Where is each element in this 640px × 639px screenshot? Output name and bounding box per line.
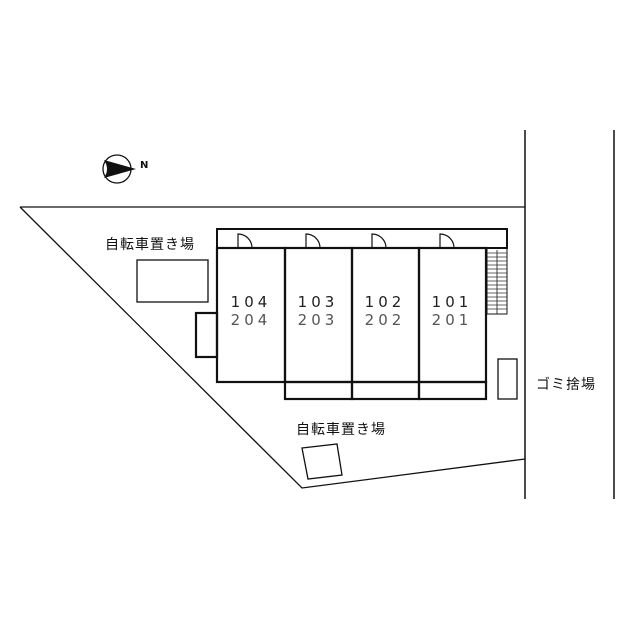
bicycle-parking-top-label: 自転車置き場 [105, 237, 195, 253]
unit-first-floor: 101 [431, 293, 473, 311]
bicycle-parking-bottom [301, 443, 343, 480]
unit-first-floor: 103 [297, 293, 339, 311]
garbage-box [497, 358, 518, 400]
site-boundary [19, 206, 526, 489]
building [194, 246, 488, 401]
unit-first-floor: 104 [230, 293, 272, 311]
bicycle-parking-bottom-label: 自転車置き場 [296, 422, 386, 438]
unit-103-203: 103 203 [285, 293, 351, 329]
north-arrow-icon [102, 154, 136, 184]
unit-101-201: 101 201 [419, 293, 485, 329]
unit-second-floor: 202 [364, 311, 406, 329]
unit-second-floor: 203 [297, 311, 339, 329]
garbage-area-label: ゴミ捨場 [536, 377, 596, 393]
unit-102-202: 102 202 [352, 293, 418, 329]
stairs [486, 247, 508, 315]
unit-second-floor: 201 [431, 311, 473, 329]
unit-first-floor: 102 [364, 293, 406, 311]
compass-north-letter: N [140, 160, 150, 171]
bicycle-parking-top [136, 259, 209, 303]
door-icons [237, 233, 455, 249]
unit-second-floor: 204 [230, 311, 272, 329]
corridor [216, 228, 508, 249]
unit-104-204: 104 204 [218, 293, 284, 329]
